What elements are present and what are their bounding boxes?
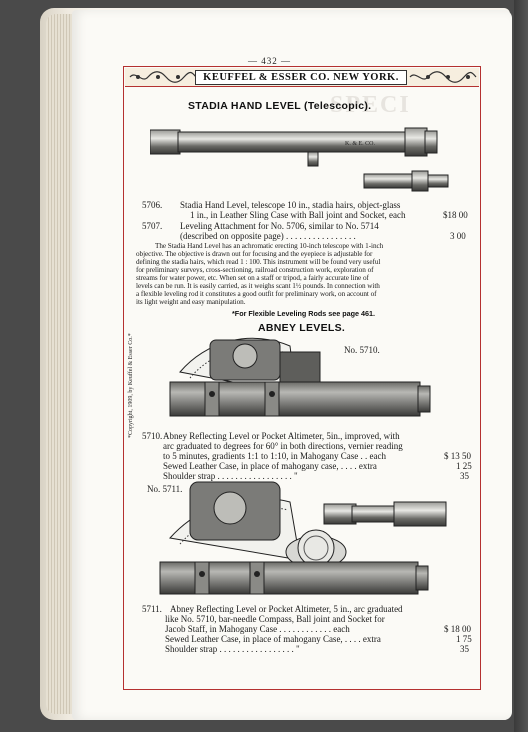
abney-5711-illustration <box>159 481 429 595</box>
telescope-marking: K. & E. CO. <box>345 141 376 147</box>
abney-title: ABNEY LEVELS. <box>258 322 346 334</box>
item-number-5711: 5711. <box>142 604 162 614</box>
item-5711-line3: Jacob Staff, in Mahogany Case . . . . . … <box>165 624 350 634</box>
right-ornament <box>409 71 477 83</box>
item-5710-price: $ 13 50 <box>444 451 471 461</box>
item-5707-price: 3 00 <box>450 231 466 241</box>
description-line: for preliminary surveys, cross-sectionin… <box>136 266 374 274</box>
left-ornament <box>129 71 197 83</box>
item-5711-extra-leather-price: 1 75 <box>456 634 472 644</box>
description-line: levels can be run. It is easily carried,… <box>136 282 380 290</box>
description-line: defining the stadia hairs, which read 1 … <box>136 258 381 266</box>
page-frame <box>123 66 481 690</box>
item-5710-line1: Abney Reflecting Level or Pocket Altimet… <box>163 431 400 441</box>
page-stack-edge <box>46 14 76 714</box>
bleed-through-text: SPECI <box>330 92 411 118</box>
item-5710-line2: arc graduated to degrees for 60° in both… <box>163 441 403 451</box>
item-5706-line2: 1 in., in Leather Sling Case with Ball j… <box>190 210 406 220</box>
item-number-5707: 5707. <box>142 221 163 231</box>
stadia-telescope-illustration: K. & E. CO. <box>150 127 438 167</box>
copyright-notice: *Copyright, 1909, by Keuffel & Esser Co.… <box>128 333 134 439</box>
item-5711-extra-strap: Shoulder strap . . . . . . . . . . . . .… <box>165 644 300 654</box>
stadia-title: STADIA HAND LEVEL (Telescopic). <box>188 100 372 112</box>
item-5710-extra-leather-price: 1 25 <box>456 461 472 471</box>
background-right <box>514 0 528 732</box>
item-5711-extra-leather: Sewed Leather Case, in place of mahogany… <box>165 634 381 644</box>
item-5710-extra-strap: Shoulder strap . . . . . . . . . . . . .… <box>163 471 298 481</box>
item-number-5710: 5710. <box>142 431 163 441</box>
abney-5710-illustration <box>169 337 431 417</box>
item-5711-extra-strap-price: 35 <box>460 644 469 654</box>
description-line: objective. The objective is drawn out fo… <box>136 250 373 258</box>
company-header: KEUFFEL & ESSER CO. NEW YORK. <box>195 70 407 85</box>
compass-eyepiece-illustration <box>323 501 447 527</box>
description-line: its light weight and easy manipulation. <box>136 298 246 306</box>
item-5711-line2: like No. 5710, bar-needle Compass, Ball … <box>165 614 385 624</box>
page-number: — 432 — <box>248 56 291 66</box>
item-5706-price: $18 00 <box>443 210 468 220</box>
item-5710-line3: to 5 minutes, gradients 1:1 to 1:10, in … <box>163 451 386 461</box>
flexible-rods-note: *For Flexible Leveling Rods see page 461… <box>232 309 376 318</box>
leveling-attachment-illustration <box>363 170 449 192</box>
item-5711-price: $ 18 00 <box>444 624 471 634</box>
figure-label-5711: No. 5711. <box>147 484 183 494</box>
item-5706-line1: Stadia Hand Level, telescope 10 in., sta… <box>180 200 401 210</box>
description-line: a flexible leveling rod it constitutes a… <box>136 290 377 298</box>
item-5711-line1: Abney Reflecting Level or Pocket Altimet… <box>170 604 403 614</box>
item-number-5706: 5706. <box>142 200 163 210</box>
item-5707-line2: (described on opposite page) . . . . . .… <box>180 231 356 241</box>
item-5710-extra-leather: Sewed Leather Case, in place of mahogany… <box>163 461 377 471</box>
description-line: streams for water power, etc. When set o… <box>136 274 369 282</box>
figure-label-5710: No. 5710. <box>344 345 380 355</box>
description-line: The Stadia Hand Level has an achromatic … <box>155 242 384 250</box>
item-5707-line1: Leveling Attachment for No. 5706, simila… <box>180 221 379 231</box>
item-5710-extra-strap-price: 35 <box>460 471 469 481</box>
